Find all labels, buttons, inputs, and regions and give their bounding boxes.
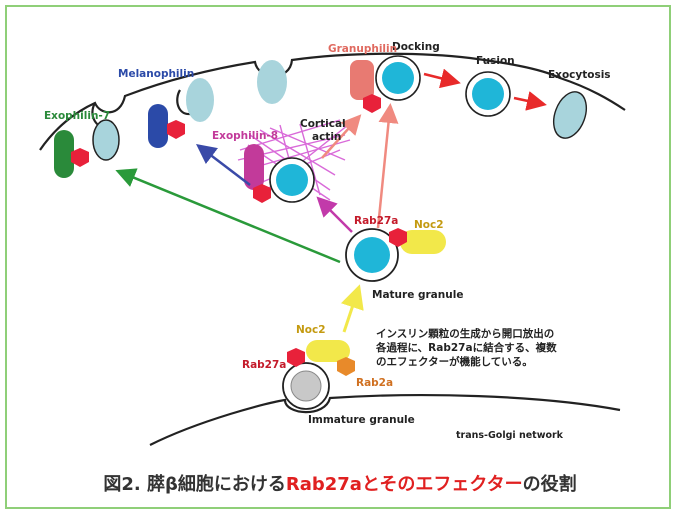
exophilin7-complex [54,119,120,178]
label-noc2-immature: Noc2 [296,324,326,336]
arrow-fusion-exocytosis [513,91,547,111]
caption-prefix: 図2. 膵β細胞における [103,474,286,495]
label-tgn: trans-Golgi network [456,430,564,441]
rab27a-hex [363,94,381,113]
granule-core [382,62,414,94]
arrow-immature-to-mature [340,284,364,333]
exocytosis-vesicle [552,91,588,139]
arrow-to-granuphilin [376,103,399,229]
vesicle-ghost [186,78,214,122]
label-docking: Docking [392,41,440,53]
label-rab27a-mature: Rab27a [354,215,398,227]
exophilin7-bar [54,130,74,178]
rab27a-hex [253,184,271,203]
granule-core [290,370,322,402]
label-exocytosis: Exocytosis [548,69,611,81]
arrow-actin-to-granuphilin [321,114,362,159]
granule-core [472,78,504,110]
noc2-bar [400,230,446,254]
rab27a-hex [389,228,407,247]
label-immature-granule: Immature granule [308,414,415,426]
arrow-to-exophilin8 [316,196,353,233]
rab27a-hex [287,348,305,367]
mature-granule [345,228,446,282]
label-granuphilin: Granuphilin [328,43,397,55]
membrane-pocket-2 [176,89,191,116]
vesicle-ghost [92,119,120,161]
caption-suffix: の役割 [522,474,577,495]
label-exophilin7: Exophilin-7 [44,110,110,122]
granuphilin-bar [350,60,374,100]
exophilin8-complex [237,119,351,203]
rab2a-hex [337,357,355,376]
immature-granule [282,340,355,410]
label-mature-granule: Mature granule [372,289,463,301]
melanophilin-complex [148,78,214,148]
figure-frame [5,5,671,509]
granule-core [354,237,390,273]
arrow-to-melanophilin [196,143,251,186]
figure-caption: 図2. 膵β細胞におけるRab27aとそのエフェクターの役割 [0,470,680,496]
granule-core [276,164,308,196]
label-exophilin8: Exophilin-8 [212,130,278,142]
label-rab27a-immature: Rab27a [242,359,286,371]
fusion-granule [465,71,511,117]
label-actin: actin [312,131,341,143]
label-noc2-mature: Noc2 [414,219,444,231]
noc2-bar [306,340,350,362]
exophilin8-bar [244,144,264,190]
explanatory-note: インスリン顆粒の生成から開口放出の 各過程に、Rab27aに結合する、複数 のエ… [376,327,596,369]
vesicle-ghost [257,60,287,104]
label-melanophilin: Melanophilin [118,68,194,80]
rab27a-hex [71,148,89,167]
label-cortical: Cortical [300,118,346,130]
label-rab2a: Rab2a [356,377,393,389]
granuphilin-complex [350,55,421,113]
caption-highlight: Rab27aとそのエフェクター [285,474,523,495]
melanophilin-bar [148,104,168,148]
arrow-docking-fusion [423,68,461,89]
note-line: 各過程に、Rab27aに結合する、複数 [376,342,557,354]
note-line: のエフェクターが機能している。 [376,356,533,368]
label-fusion: Fusion [476,55,515,67]
rab27a-hex [167,120,185,139]
arrow-to-exophilin7 [115,168,341,264]
tgn-membrane [149,394,621,446]
note-line: インスリン顆粒の生成から開口放出の [376,328,555,340]
